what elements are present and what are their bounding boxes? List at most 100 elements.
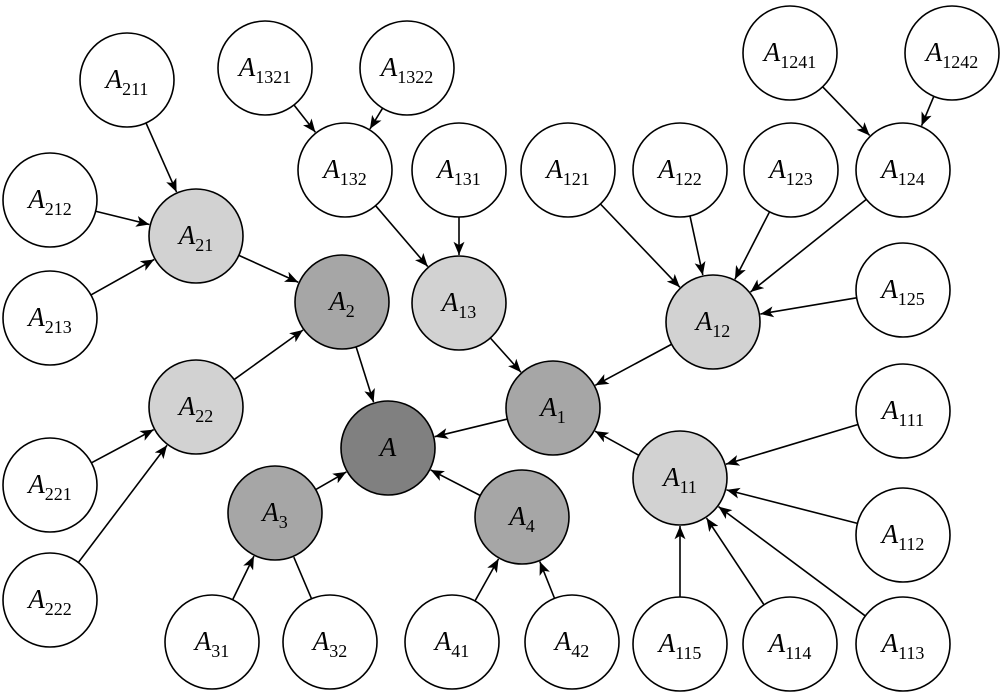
node-label-subscript: 11 — [680, 477, 697, 497]
node-a42: A42 — [524, 594, 620, 690]
edge-a221-to-a22 — [91, 428, 155, 464]
node-label: A22 — [177, 391, 214, 426]
node-label-subscript: 1241 — [780, 52, 816, 72]
node-circle — [855, 487, 951, 583]
node-label-subscript: 212 — [45, 199, 72, 219]
node-circle — [148, 188, 244, 284]
node-label-subscript: 12 — [712, 321, 730, 341]
node-circle — [474, 469, 570, 565]
node-label-base: A — [762, 37, 781, 67]
node-label-subscript: 121 — [563, 169, 590, 189]
node-a212: A212 — [2, 152, 98, 248]
node-label-base: A — [880, 395, 899, 425]
node-label: A124 — [879, 154, 925, 189]
node-a4: A4 — [474, 469, 570, 565]
node-circle — [297, 122, 393, 218]
node-a221: A221 — [2, 437, 98, 533]
edge-a1321-to-a132 — [293, 104, 317, 133]
node-circle — [2, 152, 98, 248]
node-label-subscript: 1 — [557, 407, 566, 427]
node-circle — [632, 430, 728, 526]
node-label-base: A — [880, 519, 899, 549]
node-circle — [742, 596, 838, 692]
node-label-base: A — [553, 626, 572, 656]
node-a13: A13 — [411, 255, 507, 351]
node-label: A111 — [880, 395, 924, 430]
node-label-base: A — [694, 306, 713, 336]
node-label: A123 — [767, 154, 813, 189]
node-label-subscript: 123 — [786, 169, 813, 189]
node-label: A1241 — [762, 37, 817, 72]
node-label-base: A — [538, 392, 557, 422]
edge-a1-to-a — [434, 418, 508, 439]
node-label-base: A — [440, 287, 459, 317]
node-label-base: A — [879, 274, 898, 304]
node-label-subscript: 3 — [279, 512, 288, 532]
node-label: A113 — [880, 628, 925, 663]
node-circle — [520, 122, 616, 218]
edge-a41-to-a4 — [474, 558, 500, 602]
node-a2: A2 — [294, 254, 390, 350]
node-label: A125 — [879, 274, 925, 309]
node-circle — [632, 596, 728, 692]
node-a3: A3 — [227, 465, 323, 561]
node-label-base: A — [433, 626, 452, 656]
node-label-subscript: 211 — [122, 79, 148, 99]
node-circle — [148, 359, 244, 455]
node-a213: A213 — [2, 270, 98, 366]
edge-a11-to-a1 — [594, 430, 640, 457]
node-label: A4 — [507, 501, 535, 536]
edge-a31-to-a3 — [231, 555, 255, 601]
node-label-subscript: 13 — [458, 302, 476, 322]
node-a222: A222 — [2, 552, 98, 648]
node-label: A122 — [656, 154, 702, 189]
node-circle — [340, 400, 436, 496]
node-label: A12 — [694, 306, 731, 341]
edge-a1322-to-a132 — [369, 107, 384, 130]
node-circle — [227, 465, 323, 561]
node-a32: A32 — [282, 594, 378, 690]
node-a1321: A1321 — [217, 20, 313, 116]
node-circle — [742, 5, 838, 101]
node-label-base: A — [177, 391, 196, 421]
node-label-base: A — [924, 37, 943, 67]
node-label-subscript: 124 — [898, 169, 925, 189]
node-label-base: A — [661, 462, 680, 492]
node-label-base: A — [327, 286, 346, 316]
node-label: A1242 — [924, 37, 979, 72]
node-label-subscript: 31 — [211, 641, 229, 661]
node-circle — [2, 552, 98, 648]
node-label: A3 — [260, 497, 288, 532]
node-label: A221 — [26, 469, 72, 504]
edge-a42-to-a4 — [539, 561, 556, 599]
edge-a22-to-a2 — [233, 329, 304, 381]
node-a111: A111 — [855, 363, 951, 459]
node-label: A212 — [26, 184, 72, 219]
node-label: A11 — [661, 462, 697, 497]
node-label: A — [378, 432, 397, 462]
node-label-subscript: 2 — [346, 301, 355, 321]
node-label: A131 — [435, 154, 481, 189]
node-circle — [164, 594, 260, 690]
node-circle — [411, 122, 507, 218]
node-circle — [665, 274, 761, 370]
edge-a125-to-a12 — [760, 297, 857, 318]
node-a1242: A1242 — [904, 5, 1000, 101]
node-circle — [855, 363, 951, 459]
node-a41: A41 — [404, 594, 500, 690]
node-label-base: A — [260, 497, 279, 527]
node-label: A21 — [177, 220, 214, 255]
node-label: A31 — [193, 626, 230, 661]
node-circle — [855, 596, 951, 692]
node-a132: A132 — [297, 122, 393, 218]
node-a1241: A1241 — [742, 5, 838, 101]
node-a124: A124 — [855, 122, 951, 218]
node-circle — [359, 20, 455, 116]
node-a125: A125 — [855, 242, 951, 338]
node-label: A222 — [26, 584, 72, 619]
node-a1: A1 — [505, 360, 601, 456]
edge-a113-to-a11 — [718, 506, 866, 617]
node-circle — [855, 242, 951, 338]
edge-a2-to-a — [355, 346, 375, 403]
